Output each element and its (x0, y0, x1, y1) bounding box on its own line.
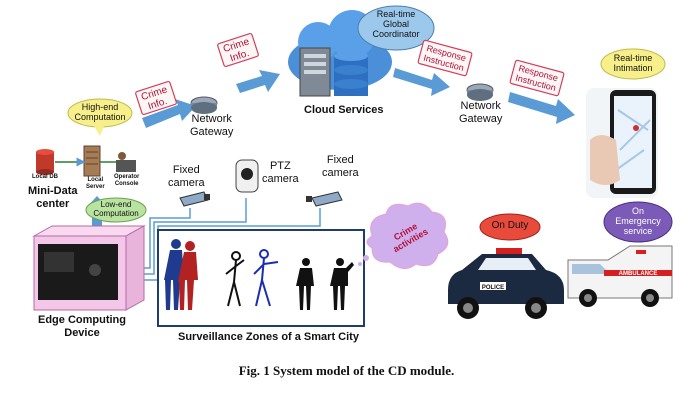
arrow-gateway-to-cloud (236, 70, 280, 93)
local-server-label: Local Server (86, 177, 105, 190)
tag-frames (135, 32, 565, 116)
arrow-gateway-to-phone (508, 92, 575, 124)
bubble-on-duty-text: On Duty (491, 220, 529, 231)
arrow-cloud-to-gateway (393, 68, 450, 96)
camera-connectors (144, 198, 321, 281)
tag-response-2-frame (509, 59, 565, 97)
tag-crime-info-1-frame (135, 80, 177, 116)
network-gateway-right-label: Network Gateway (459, 100, 503, 125)
bubble-realtime-intimation (600, 48, 666, 80)
arrow-edge-to-gateway (142, 99, 196, 128)
surveillance-zone-label: Surveillance Zones of a Smart City (178, 331, 359, 343)
tag-crime-info-2-frame (217, 32, 259, 68)
people-figures (164, 239, 354, 310)
bubble-low-end (85, 197, 147, 223)
bubble-realtime-coordinator (357, 5, 435, 51)
tag-response-1-frame (417, 39, 473, 77)
operator-console-label: Operator Console (114, 174, 140, 187)
fixed-camera-left-label: Fixed camera (168, 164, 205, 189)
police-car-icon (448, 248, 564, 319)
bubble-on-emergency (603, 201, 673, 243)
bubble-realtime-coordinator-text: Real-time Global Coordinator (372, 9, 420, 39)
ptz-camera-label: PTZ camera (262, 160, 299, 185)
network-gateway-left-label: Network Gateway (190, 113, 234, 138)
network-gateway-left-icon (190, 96, 218, 114)
crime-activities-cloud (358, 202, 449, 269)
bubble-high-end (67, 98, 133, 136)
ptz-camera-icon (235, 159, 259, 193)
fixed-camera-right-icon (306, 191, 343, 207)
bubble-on-emergency-text: On Emergency service (615, 206, 661, 236)
smartphone-icon (586, 88, 658, 198)
local-db-label: Local DB (32, 174, 59, 180)
bubble-low-end-text: Low-end Computation (93, 200, 139, 218)
bubble-on-duty (479, 213, 541, 241)
cloud-services-icon (288, 10, 392, 97)
bubble-realtime-intimation-text: Real-time Intimation (613, 53, 653, 73)
bubble-high-end-text: High-end Computation (74, 102, 126, 122)
network-gateway-right-icon (466, 83, 494, 101)
fixed-camera-right-label: Fixed camera (322, 154, 359, 179)
ambulance-label: AMBULANCE (619, 271, 658, 277)
local-db-icon (36, 149, 54, 175)
edge-device-box (32, 225, 146, 311)
mini-data-center-label: Mini-Data center (28, 185, 78, 210)
fixed-camera-left-icon (179, 191, 210, 207)
cloud-services-label: Cloud Services (304, 104, 384, 116)
edge-device-label: Edge Computing Device (38, 314, 126, 339)
ambulance-icon (567, 245, 673, 307)
figure-caption: Fig. 1 System model of the CD module. (238, 363, 455, 378)
local-server-icon (83, 145, 101, 177)
operator-console-icon (116, 152, 136, 172)
police-car-label: POLICE (482, 285, 504, 291)
